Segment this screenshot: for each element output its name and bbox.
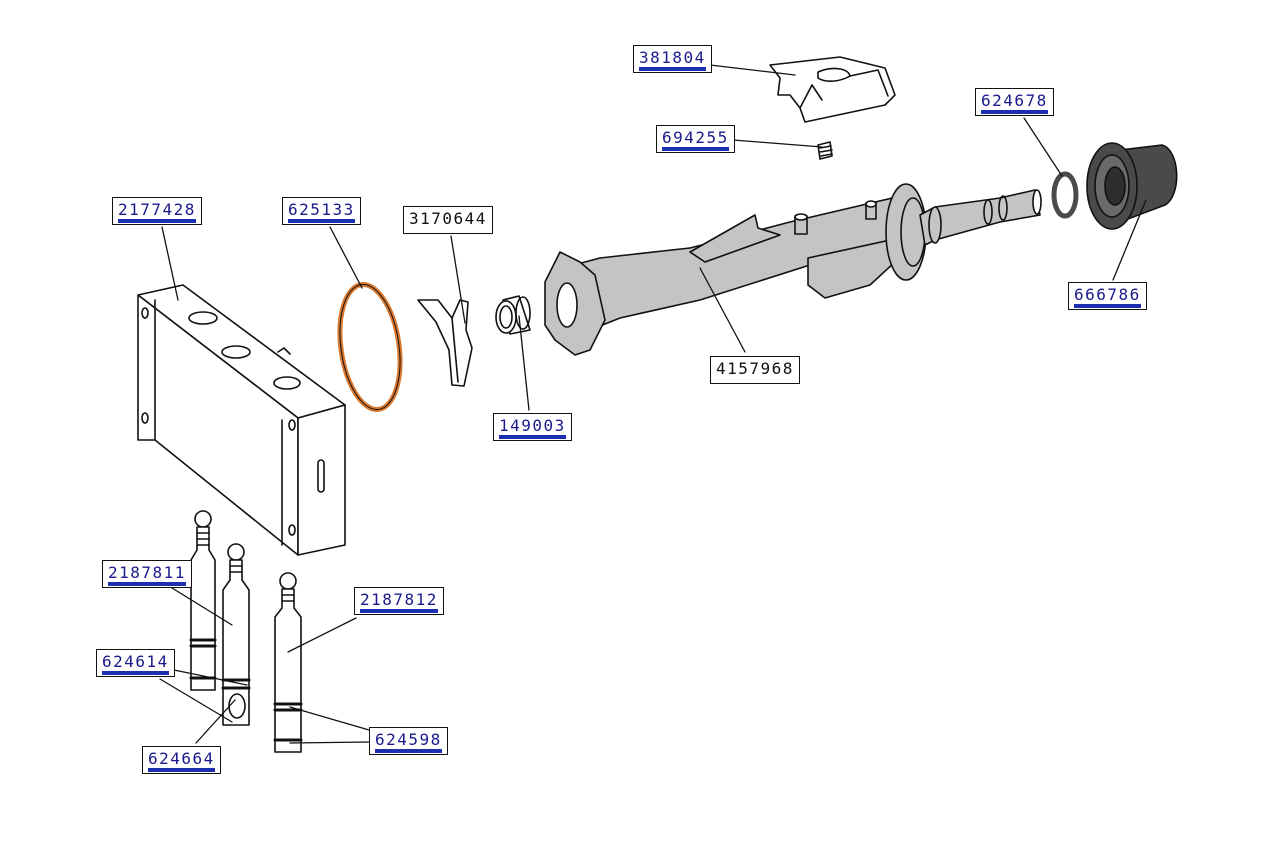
leader-lines	[159, 64, 1147, 744]
fork-clip-part	[417, 299, 473, 387]
part-label-625133[interactable]: 625133	[282, 197, 361, 225]
part-number: 381804	[639, 48, 706, 71]
main-shaft-part	[544, 183, 1042, 356]
top-cover-part	[769, 56, 896, 123]
part-label-624678[interactable]: 624678	[975, 88, 1054, 116]
part-number: 624614	[102, 652, 169, 675]
part-label-2187812[interactable]: 2187812	[354, 587, 444, 615]
housing-block-part	[137, 284, 346, 556]
part-number: 624598	[375, 730, 442, 753]
part-number: 4157968	[716, 359, 794, 378]
part-number: 666786	[1074, 285, 1141, 308]
part-label-149003[interactable]: 149003	[493, 413, 572, 441]
part-label-624664[interactable]: 624664	[142, 746, 221, 774]
part-number: 3170644	[409, 209, 487, 228]
part-label-3170644: 3170644	[403, 206, 493, 234]
part-label-624598[interactable]: 624598	[369, 727, 448, 755]
part-number: 694255	[662, 128, 729, 151]
part-label-4157968: 4157968	[710, 356, 800, 384]
part-label-624614[interactable]: 624614	[96, 649, 175, 677]
part-number: 2187812	[360, 590, 438, 613]
part-label-666786[interactable]: 666786	[1068, 282, 1147, 310]
part-label-2187811[interactable]: 2187811	[102, 560, 192, 588]
part-number: 624664	[148, 749, 215, 772]
part-label-381804[interactable]: 381804	[633, 45, 712, 73]
end-cap-part	[1086, 142, 1178, 230]
sleeve-bushing-part	[495, 295, 531, 335]
part-label-2177428[interactable]: 2177428	[112, 197, 202, 225]
pin-2187811-right	[221, 543, 251, 726]
part-number: 2187811	[108, 563, 186, 586]
part-number: 2177428	[118, 200, 196, 223]
part-number: 625133	[288, 200, 355, 223]
part-number: 149003	[499, 416, 566, 439]
set-screw-part	[817, 141, 833, 160]
pin-2187812	[273, 572, 303, 753]
part-number: 624678	[981, 91, 1048, 114]
washer-ring-part	[1051, 171, 1079, 219]
part-label-694255[interactable]: 694255	[656, 125, 735, 153]
pin-2187811-left	[189, 510, 217, 691]
o-ring-part	[337, 281, 403, 413]
